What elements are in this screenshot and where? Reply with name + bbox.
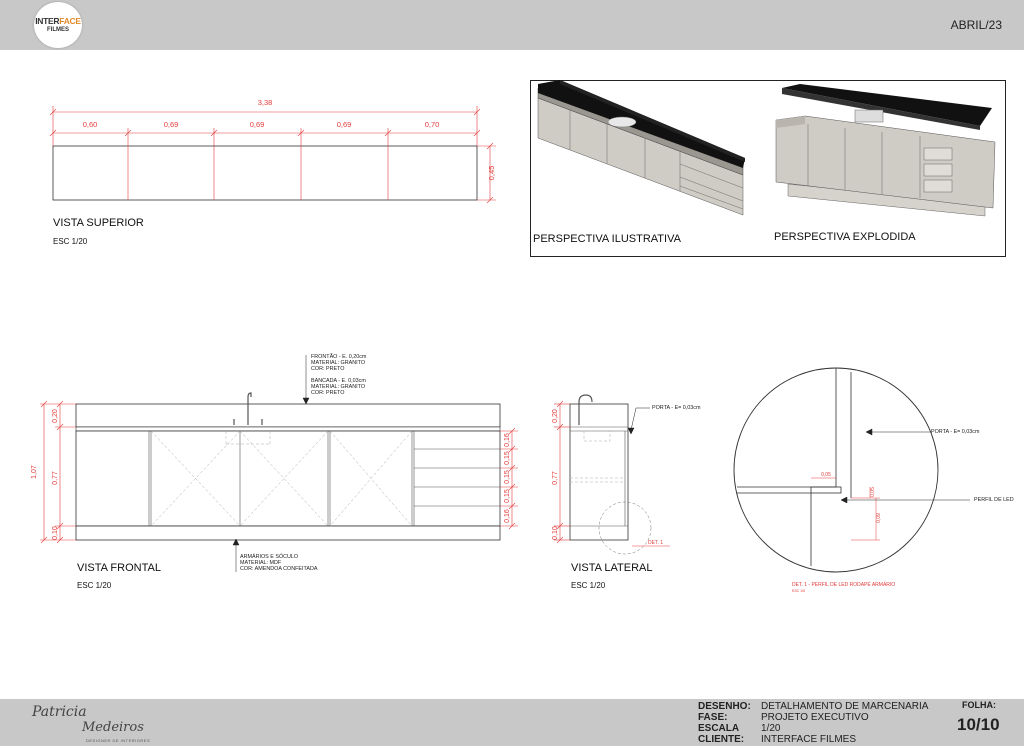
perspective-frame xyxy=(530,80,1006,257)
tb-value-escala: 1/20 xyxy=(761,723,781,734)
front-view-drawing: 0,20 0,77 0,10 1,07 0,16 0,15 0,15 0,15 … xyxy=(31,355,518,572)
detail-dim: 0,05 xyxy=(870,487,876,497)
top-view-scale: ESC 1/20 xyxy=(53,237,88,246)
side-dim: 0,10 xyxy=(552,526,559,540)
front-dim: 0,77 xyxy=(52,471,59,485)
detail-dim: 0,09 xyxy=(876,513,882,523)
top-seg-dim: 0,70 xyxy=(425,120,440,129)
top-view-drawing: 3,38 0,60 0,69 0,69 0,69 0,70 0,45 xyxy=(49,98,496,204)
sheet-label: FOLHA: xyxy=(962,700,996,710)
front-dim: 0,10 xyxy=(52,526,59,540)
side-dim: 0,77 xyxy=(552,471,559,485)
tb-value-fase: PROJETO EXECUTIVO xyxy=(761,712,869,723)
note-bancada: BANCADA - E. 0,03cm MATERIAL: GRANITO CO… xyxy=(311,378,366,396)
tb-value-cliente: INTERFACE FILMES xyxy=(761,734,857,745)
top-view-title: VISTA SUPERIOR xyxy=(53,217,144,229)
front-view-scale: ESC 1/20 xyxy=(77,581,112,590)
drawer-dim: 0,16 xyxy=(504,433,511,447)
side-view-drawing: 0,20 0,77 0,10 DET. 1 xyxy=(552,394,670,555)
top-seg-dim: 0,69 xyxy=(164,120,179,129)
top-depth-dim: 0,45 xyxy=(487,166,496,181)
drawer-dim: 0,15 xyxy=(504,489,511,503)
drawer-dim: 0,15 xyxy=(504,470,511,484)
drawer-dim: 0,16 xyxy=(504,509,511,523)
detail-led-note: PERFIL DE LED xyxy=(974,497,1014,503)
front-total-dim: 1,07 xyxy=(31,465,38,479)
detail-porta-note: PORTA - E= 0,03cm xyxy=(931,429,980,435)
side-dim: 0,20 xyxy=(552,409,559,423)
perspective-illustrative-title: PERSPECTIVA ILUSTRATIVA xyxy=(533,233,681,245)
perspective-exploded-drawing xyxy=(775,84,996,217)
logo-subtext: FILMES xyxy=(47,27,69,33)
sheet-date: ABRIL/23 xyxy=(950,18,1002,32)
company-logo: INTERFACE FILMES xyxy=(34,2,82,48)
top-total-dim: 3,38 xyxy=(258,98,273,107)
top-seg-dim: 0,69 xyxy=(250,120,265,129)
detail-caption: DET. 1 - PERFIL DE LED RODAPÉ ARMÁRIO xyxy=(792,581,895,588)
note-frontao: FRONTÃO - E. 0,20cm MATERIAL: GRANITO CO… xyxy=(311,354,367,372)
tb-label-fase: FASE: xyxy=(698,712,728,723)
top-seg-dim: 0,60 xyxy=(83,120,98,129)
note-armarios: ARMÁRIOS E SÓCULO MATERIAL: MDF COR: AME… xyxy=(240,554,318,572)
side-porta-note: PORTA - E= 0,03cm xyxy=(652,405,701,411)
logo-text: INTERFACE xyxy=(35,16,81,26)
designer-signature: Patricia Medeiros DESIGNER DE INTERIORES xyxy=(32,704,151,743)
side-view-scale: ESC 1/20 xyxy=(571,581,606,590)
side-view-title: VISTA LATERAL xyxy=(571,562,653,574)
tb-value-desenho: DETALHAMENTO DE MARCENARIA xyxy=(761,701,929,712)
tb-label-escala: ESCALA xyxy=(698,723,740,734)
detail-drawing: 0,05 0,05 0,09 DET. 1 - PERFIL DE LED RO… xyxy=(733,367,970,593)
sheet-number: 10/10 xyxy=(957,715,1000,734)
tb-label-desenho: DESENHO: xyxy=(698,701,751,712)
side-det-label: DET. 1 xyxy=(648,540,663,546)
header-bar: INTERFACE FILMES ABRIL/23 xyxy=(0,0,1024,50)
top-seg-dim: 0,69 xyxy=(337,120,352,129)
front-view-title: VISTA FRONTAL xyxy=(77,562,161,574)
perspective-illustrative-drawing xyxy=(537,80,745,216)
detail-dim: 0,05 xyxy=(821,472,831,478)
drawer-dim: 0,15 xyxy=(504,451,511,465)
detail-caption-scale: ESC 1/5 xyxy=(792,589,805,593)
front-dim: 0,20 xyxy=(52,409,59,423)
tb-label-cliente: CLIENTE: xyxy=(698,734,745,745)
title-block-bar: Patricia Medeiros DESIGNER DE INTERIORES xyxy=(0,699,1024,746)
perspective-exploded-title: PERSPECTIVA EXPLODIDA xyxy=(774,231,916,243)
